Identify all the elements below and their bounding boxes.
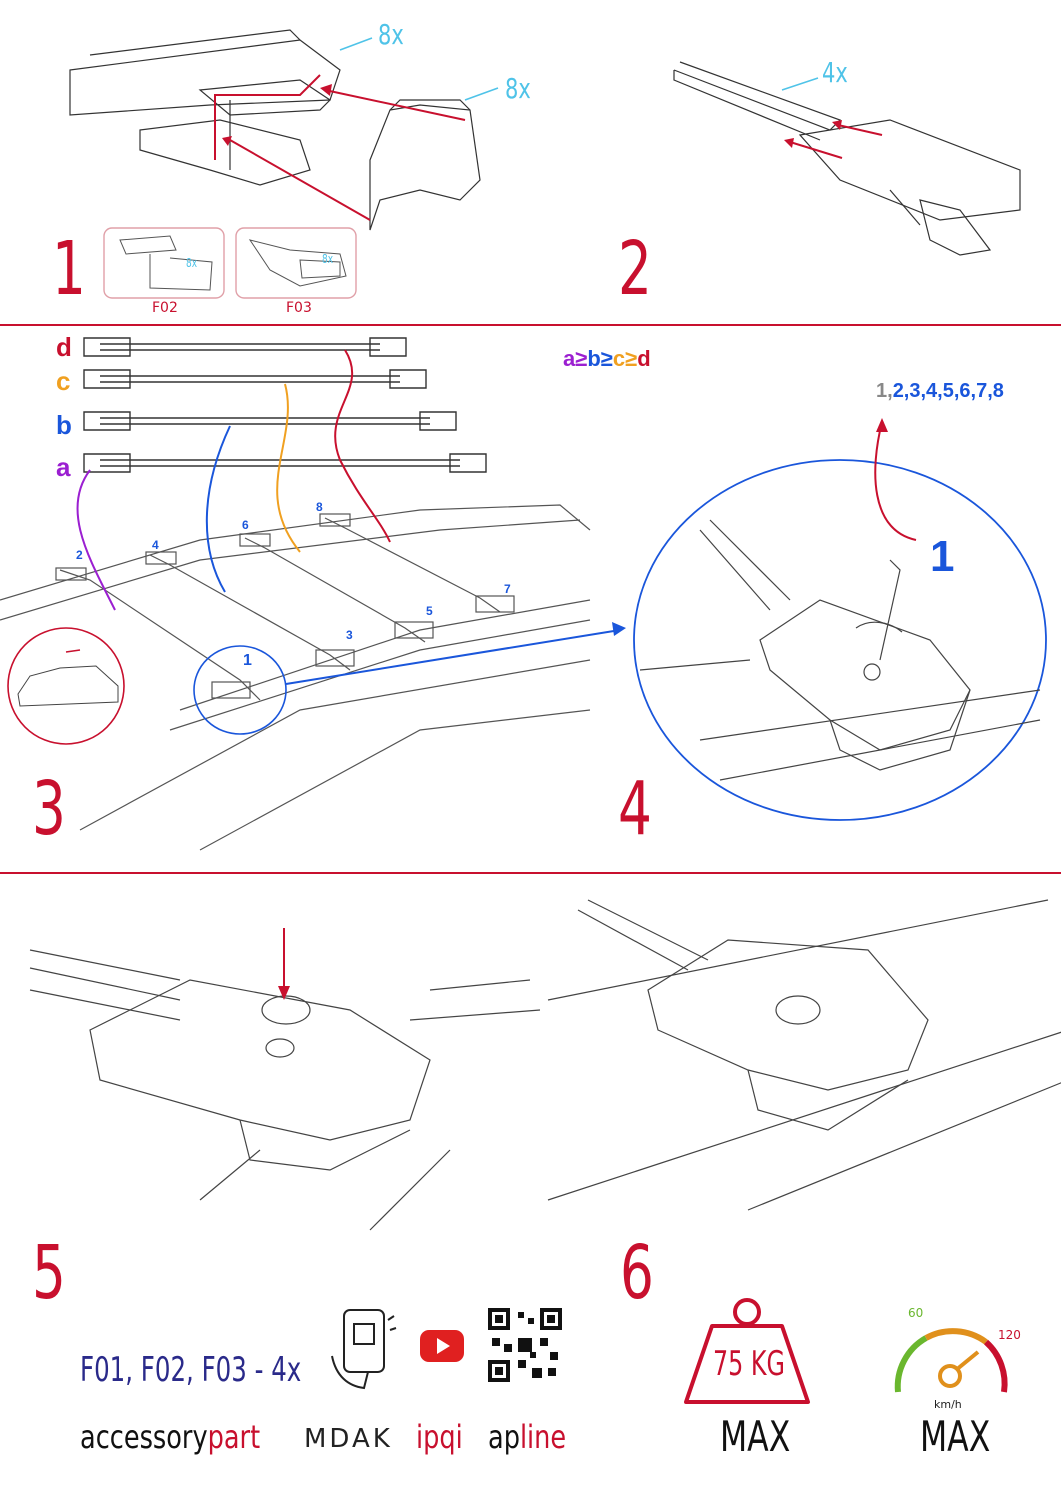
step-2-number: 2 bbox=[618, 226, 652, 312]
order-ge-1: ≥ bbox=[575, 346, 588, 371]
bar-label-c: c bbox=[56, 366, 71, 396]
speed-max: 120 bbox=[998, 1328, 1021, 1342]
order-d: d bbox=[637, 346, 651, 371]
weight-icon bbox=[684, 1298, 810, 1404]
brand-ap: ap bbox=[488, 1418, 520, 1456]
step-5-illustration bbox=[29, 928, 541, 1231]
inset-a-label: F02 bbox=[152, 300, 178, 316]
qr-code-icon[interactable] bbox=[488, 1308, 562, 1382]
inset-a-qty: 8x bbox=[186, 256, 198, 270]
brand-mdak: MDAK bbox=[304, 1424, 393, 1454]
bar-order-rule: a≥b≥c≥d bbox=[563, 346, 651, 372]
weight-value: 75 KG bbox=[713, 1344, 785, 1384]
order-a: a bbox=[563, 346, 576, 371]
youtube-icon[interactable] bbox=[420, 1330, 464, 1362]
brand-accessorypart: accessorypart bbox=[80, 1418, 260, 1456]
inset-b-qty: 8x bbox=[322, 252, 334, 266]
order-c: c bbox=[612, 346, 626, 371]
step-3-number: 3 bbox=[32, 766, 66, 852]
divider-1 bbox=[0, 324, 1061, 326]
speedometer-icon bbox=[894, 1328, 1008, 1393]
step-1-number: 1 bbox=[52, 226, 86, 312]
step-4-callout: 1 bbox=[930, 532, 955, 581]
brand-apline: apline bbox=[488, 1418, 566, 1456]
step-1-qty-top: 8x bbox=[378, 18, 404, 51]
step-1-illustration bbox=[69, 29, 499, 299]
bar-label-a: a bbox=[56, 452, 71, 482]
position-8: 8 bbox=[316, 500, 323, 514]
order-b: b bbox=[587, 346, 601, 371]
position-2: 2 bbox=[76, 548, 83, 562]
step-2-qty: 4x bbox=[822, 56, 848, 89]
bar-label-b: b bbox=[56, 410, 72, 440]
brand-part: part bbox=[207, 1418, 261, 1456]
position-3: 3 bbox=[346, 628, 353, 642]
brand-ipqi: ipqi bbox=[416, 1418, 463, 1456]
brand-accessory: accessory bbox=[80, 1418, 208, 1456]
phone-qr-icon bbox=[331, 1309, 397, 1390]
speed-min: 60 bbox=[908, 1306, 924, 1320]
position-4: 4 bbox=[152, 538, 159, 552]
step-4-illustration bbox=[633, 418, 1047, 821]
step-3-bars-illustration bbox=[0, 337, 626, 851]
order-ge-3: ≥ bbox=[625, 346, 638, 371]
parts-label: F01, F02, F03 - 4x bbox=[80, 1350, 302, 1390]
speed-max-label: MAX bbox=[920, 1412, 991, 1461]
position-1: 1 bbox=[243, 652, 252, 669]
position-7: 7 bbox=[504, 582, 511, 596]
weight-max-label: MAX bbox=[720, 1412, 791, 1461]
order-ge-2: ≥ bbox=[600, 346, 613, 371]
inset-b-label: F03 bbox=[286, 300, 312, 316]
position-5: 5 bbox=[426, 604, 433, 618]
step-6-illustration bbox=[547, 899, 1061, 1211]
divider-2 bbox=[0, 872, 1061, 874]
step-5-number: 5 bbox=[32, 1230, 66, 1316]
step-1-qty-side: 8x bbox=[505, 72, 531, 105]
position-6: 6 bbox=[242, 518, 249, 532]
step-4-number: 4 bbox=[618, 766, 652, 852]
sequence-rest: 2,3,4,5,6,7,8 bbox=[892, 380, 1004, 402]
speed-unit: km/h bbox=[934, 1398, 962, 1411]
step-6-number: 6 bbox=[620, 1230, 654, 1316]
sequence-first: 1, bbox=[876, 380, 893, 402]
tighten-sequence: 1,2,3,4,5,6,7,8 bbox=[876, 380, 1004, 403]
step-2-illustration bbox=[673, 61, 1021, 256]
brand-line: line bbox=[519, 1418, 567, 1456]
bar-label-d: d bbox=[56, 332, 72, 362]
